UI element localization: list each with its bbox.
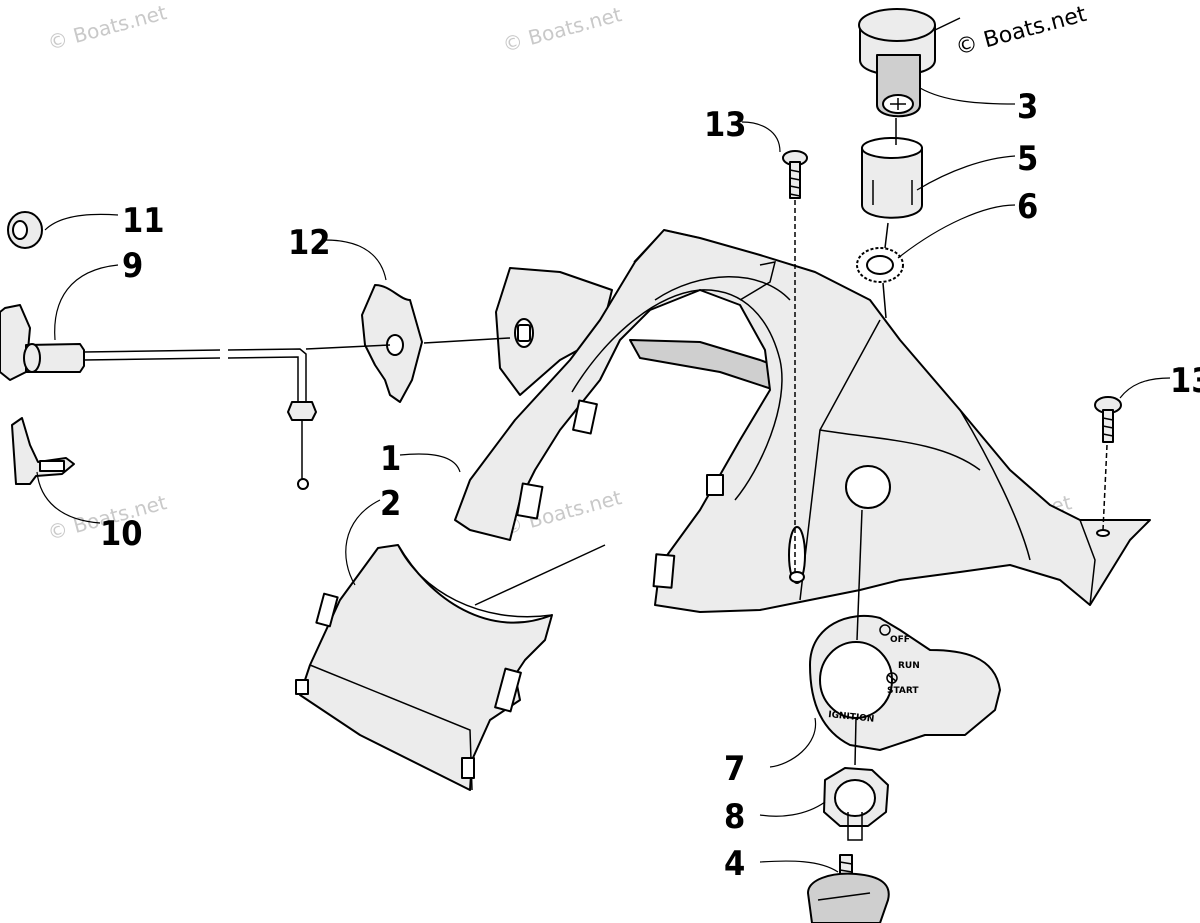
callout-10: 10 bbox=[100, 514, 143, 554]
knob-washer bbox=[7, 211, 43, 249]
callout-1: 1 bbox=[380, 439, 401, 479]
plate-start-label: START bbox=[887, 686, 919, 696]
callout-13-top: 13 bbox=[704, 105, 747, 145]
screw-right bbox=[1094, 396, 1122, 531]
hex-nut bbox=[823, 767, 889, 841]
lower-cover bbox=[295, 544, 553, 791]
callout-3: 3 bbox=[1017, 87, 1038, 127]
callout-12: 12 bbox=[288, 223, 331, 263]
cable-grommet bbox=[305, 284, 511, 403]
plate-run-label: RUN bbox=[898, 661, 920, 671]
alignment-guide-line bbox=[474, 544, 606, 606]
watermark: © Boats.net bbox=[45, 0, 169, 55]
choke-knob bbox=[0, 304, 317, 490]
plate-ignition-label: IGNITION bbox=[828, 710, 875, 725]
watermark: © Boats.net bbox=[500, 2, 624, 57]
callout-4: 4 bbox=[724, 844, 745, 884]
callout-5: 5 bbox=[1017, 139, 1038, 179]
callout-7: 7 bbox=[724, 749, 745, 789]
screw-left bbox=[782, 150, 808, 572]
callout-9: 9 bbox=[122, 246, 143, 286]
ignition-key bbox=[807, 854, 890, 923]
callout-11: 11 bbox=[122, 201, 165, 241]
callout-2: 2 bbox=[380, 484, 401, 524]
callout-labels: 11 9 12 1 2 10 13 3 5 6 13 7 8 4 bbox=[100, 87, 1200, 884]
lock-washer bbox=[856, 247, 904, 283]
console-housing bbox=[454, 229, 1151, 613]
callout-6: 6 bbox=[1017, 187, 1038, 227]
choke-bracket bbox=[11, 417, 75, 485]
nut-guide-line bbox=[854, 717, 857, 766]
plate-off-label: OFF bbox=[890, 635, 910, 645]
watermark-primary: © Boats.net bbox=[953, 2, 1089, 61]
ignition-guide-line bbox=[856, 509, 863, 641]
callout-13-right: 13 bbox=[1170, 361, 1200, 401]
ignition-plate: OFF RUN START IGNITION bbox=[809, 614, 1001, 751]
callout-8: 8 bbox=[724, 797, 745, 837]
leader-lines bbox=[36, 87, 1171, 873]
switch-sleeve bbox=[861, 137, 923, 219]
key-switch bbox=[858, 8, 961, 118]
